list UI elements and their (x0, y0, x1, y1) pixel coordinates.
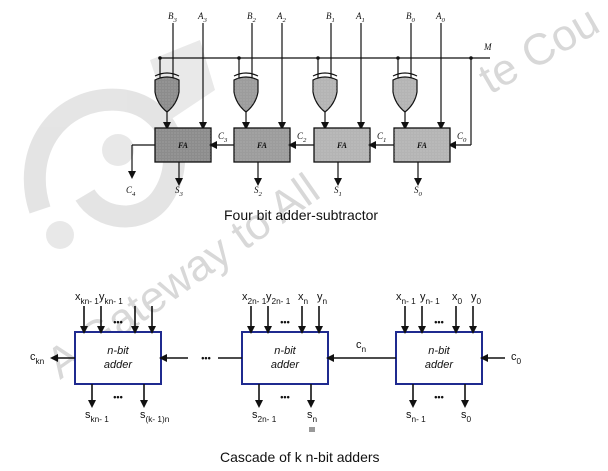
xor-gate-texture (393, 77, 417, 112)
input-y-high-label: yn- 1 (420, 291, 440, 306)
n-bit-adder-2: n-bit adder ••• xn- 1 yn- 1 x0 y0 ••• sn- 1 s0 (395, 291, 483, 424)
carry-label: C2 (297, 131, 307, 144)
carry-label: C1 (377, 131, 386, 144)
adder-subtractor-caption: Four bit adder-subtractor (224, 207, 379, 223)
input-ellipsis: ••• (434, 317, 443, 327)
sum-high-label: s2n- 1 (252, 409, 277, 424)
xor-input-curve (154, 72, 180, 77)
sum-label: S0 (414, 185, 423, 198)
output-ellipsis: ••• (113, 392, 122, 402)
full-adder-texture (394, 128, 450, 162)
adder-label-line1: n-bit (274, 345, 296, 357)
input-x-high-label: xkn- 1 (75, 291, 99, 306)
resize-handle (309, 427, 315, 432)
adder-label-line1: n-bit (428, 345, 450, 357)
input-b-label: B0 (406, 11, 416, 24)
mode-label: M (483, 42, 492, 52)
carry-out-label: ckn (30, 351, 45, 366)
xor-gate-texture (234, 77, 258, 112)
full-adder-label: FA (177, 141, 189, 150)
adder-label-line2: adder (104, 359, 133, 371)
input-y-low-label: y0 (471, 291, 482, 306)
input-x-high-label: x2n- 1 (242, 291, 267, 306)
carry-label: C3 (218, 131, 228, 144)
input-a-label: A2 (276, 11, 287, 24)
full-adder-texture (155, 128, 211, 162)
sum-high-label: skn- 1 (85, 409, 109, 424)
input-y-high-label: ykn- 1 (99, 291, 123, 306)
n-bit-adder-block (395, 331, 483, 385)
sum-high-label: sn- 1 (406, 409, 426, 424)
xor-input-curve (233, 72, 259, 77)
input-x-high-label: xn- 1 (396, 291, 416, 306)
output-ellipsis: ••• (280, 392, 289, 402)
sum-label: S1 (334, 185, 342, 198)
carry-out-label: C4 (126, 185, 136, 198)
input-y-high-label: y2n- 1 (266, 291, 291, 306)
n-bit-adder-block (241, 331, 329, 385)
input-ellipsis: ••• (113, 317, 122, 327)
carry-in-label: c0 (511, 351, 522, 366)
adder-label-line1: n-bit (107, 345, 129, 357)
sum-low-label: s(k- 1)n (140, 409, 170, 424)
cascade-caption: Cascade of k n-bit adders (220, 449, 380, 465)
sum-low-label: s0 (461, 409, 472, 424)
full-adder-label: FA (416, 141, 428, 150)
chain-ellipsis: ••• (201, 353, 210, 363)
input-x-low-label: xn (298, 291, 309, 306)
sum-label: S2 (254, 185, 263, 198)
sum-label: S3 (175, 185, 184, 198)
carry-mid-label: cn (356, 339, 367, 354)
carry-label: C0 (457, 131, 467, 144)
xor-gate-texture (313, 77, 337, 112)
input-a-label: A3 (197, 11, 208, 24)
full-adder-label: FA (336, 141, 348, 150)
full-adder-texture (234, 128, 290, 162)
adder-label-line2: adder (425, 359, 454, 371)
xor-input-curve (312, 72, 338, 77)
input-a-label: A1 (355, 11, 365, 24)
input-ellipsis: ••• (280, 317, 289, 327)
full-adder-label: FA (256, 141, 268, 150)
input-b-label: B1 (326, 11, 335, 24)
input-b-label: B3 (168, 11, 178, 24)
n-bit-adder-block (74, 331, 162, 385)
input-x-low-label: x0 (452, 291, 463, 306)
full-adder-texture (314, 128, 370, 162)
input-b-label: B2 (247, 11, 257, 24)
sum-low-label: sn (307, 409, 318, 424)
input-a-label: A0 (435, 11, 446, 24)
xor-gate-texture (155, 77, 179, 112)
input-y-low-label: yn (317, 291, 328, 306)
output-ellipsis: ••• (434, 392, 443, 402)
adder-label-line2: adder (271, 359, 300, 371)
junction-dot (469, 56, 473, 60)
xor-input-curve (392, 72, 418, 77)
